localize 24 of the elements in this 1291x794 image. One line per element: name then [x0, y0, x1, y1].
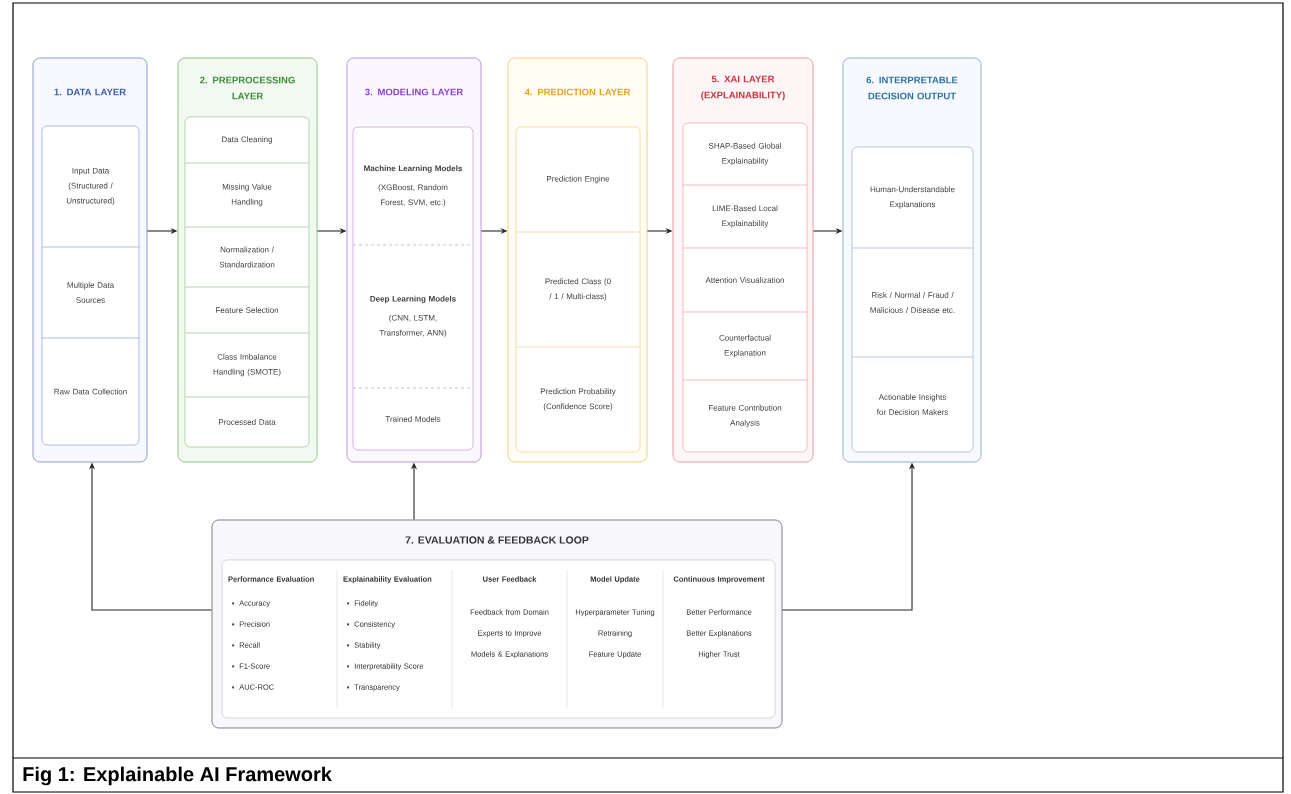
layer-cell: LIME-Based Local Explainability	[712, 205, 778, 228]
layer-cell: Multiple Data Sources	[67, 282, 115, 303]
layer-cell: Processed Data	[219, 419, 276, 425]
layer-cell: Risk / Normal / Fraud / Malicious / Disease etc.	[870, 292, 955, 313]
layer-cell: Input Data (Structured / Unstructured)	[66, 167, 115, 206]
layer-cell: Human-Understandable Explanations	[870, 186, 955, 209]
layer-cell: Raw Data Collection	[54, 388, 127, 395]
layer-cell: Predicted Class (0 / 1 / Multi-class)	[545, 278, 611, 301]
layer-cell: SHAP-Based Global Explainability	[708, 142, 781, 166]
layer-cell: Data Cleaning	[222, 136, 273, 144]
layer-cell: Feature Contribution Analysis	[709, 404, 782, 428]
layer-cell: Feature Selection	[216, 307, 279, 313]
layer-cell: Actionable Insights for Decision Makers	[876, 394, 948, 415]
figure-caption: Fig 1: Explainable AI Framework	[23, 766, 332, 786]
layer-cell: Prediction Probability (Confidence Score)	[540, 388, 616, 411]
layer-cell: Normalization / Standardization	[219, 246, 275, 268]
layer-cell: Prediction Engine	[547, 175, 610, 184]
layer-cell: Deep Learning Models (CNN, LSTM, Transformer, ANN)	[370, 295, 456, 338]
layer-cell: Machine Learning Models (XGBoost, Random Forest, SVM, etc.)	[364, 165, 462, 207]
layer-cell: Class Imbalance Handling (SMOTE)	[213, 353, 281, 377]
layer-cell: Attention Visualization	[705, 277, 784, 283]
layer-cell: Missing Value Handling	[222, 183, 272, 207]
layer-cell: Trained Models	[385, 416, 441, 422]
layer-cell: Counterfactual Explanation	[719, 334, 771, 358]
